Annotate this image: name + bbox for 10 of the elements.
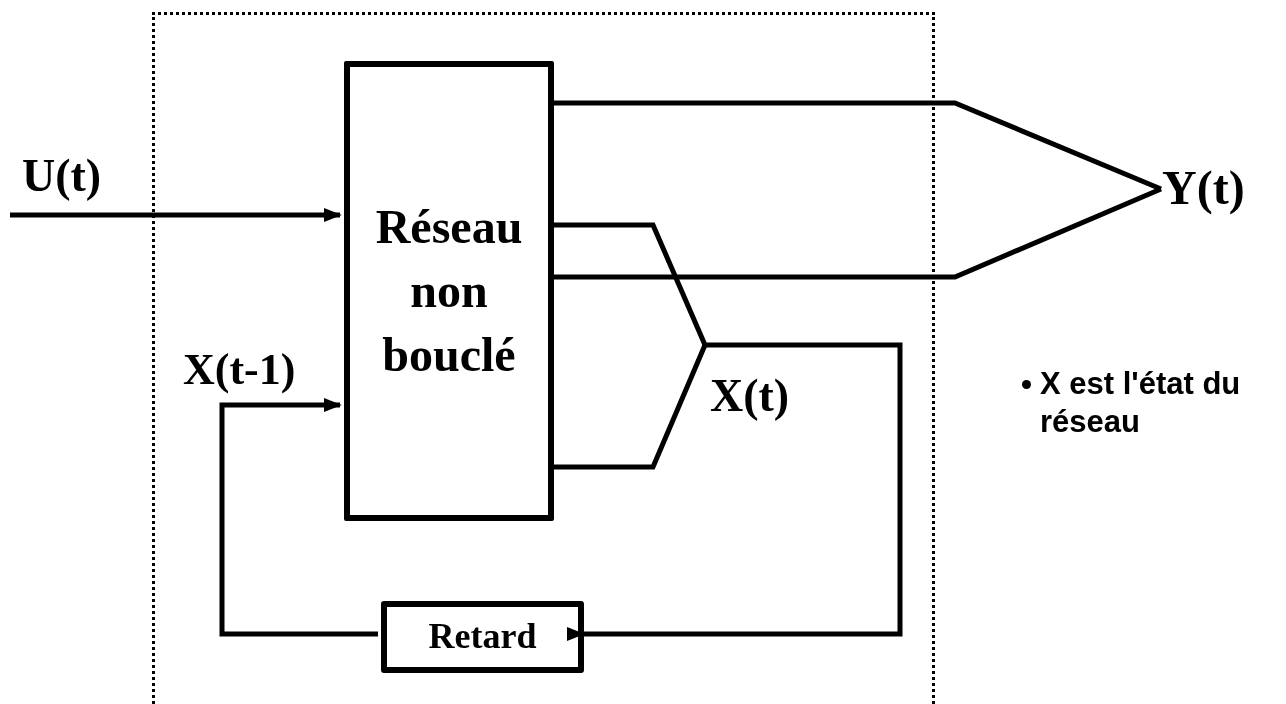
connector-arrow xyxy=(219,397,378,637)
system-boundary xyxy=(152,12,935,704)
note-text: X est l'état du réseau xyxy=(1040,365,1242,441)
connector-arrow xyxy=(10,207,342,223)
state-label: X(t) xyxy=(708,348,828,428)
connector-arrow xyxy=(566,342,903,642)
process-box: Réseau non bouclé xyxy=(344,61,554,521)
signal-label: X(t-1) xyxy=(183,344,296,396)
process-box: Retard xyxy=(381,601,584,673)
output-label: Y(t) xyxy=(1162,160,1274,218)
